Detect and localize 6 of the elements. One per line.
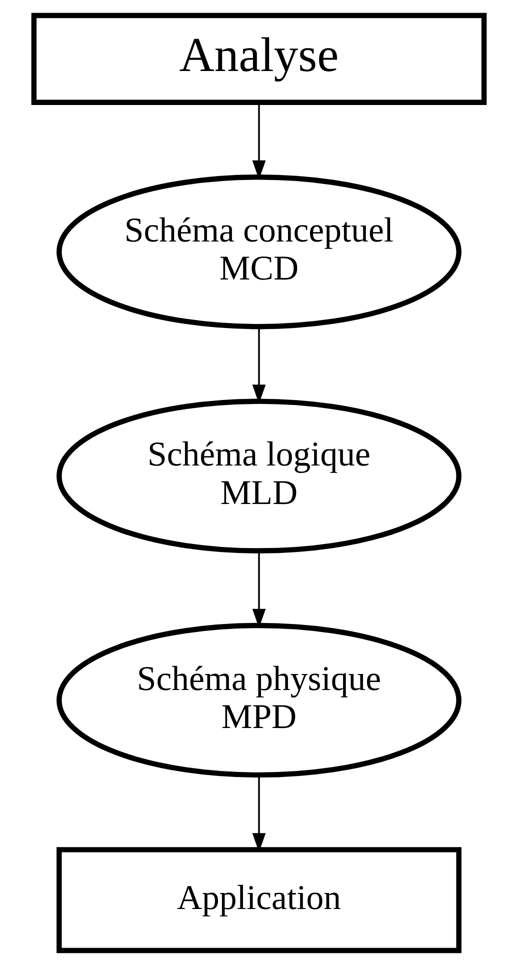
node-ellipse: Schéma physique MPD xyxy=(56,622,462,778)
arrow xyxy=(252,775,266,852)
node-ellipse: Schéma conceptuel MCD xyxy=(56,174,462,330)
node-ellipse: Schéma logique MLD xyxy=(56,398,462,554)
node-box: Analyse xyxy=(31,12,487,106)
node-box: Application xyxy=(56,847,462,954)
